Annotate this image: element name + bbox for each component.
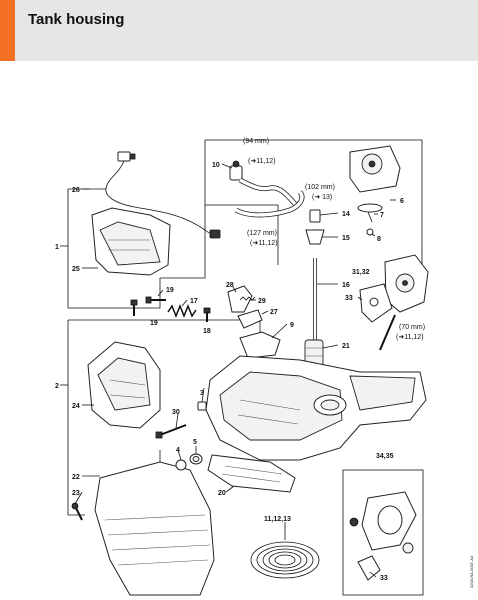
gasket-33a-part <box>359 283 393 323</box>
screw-23-part <box>71 502 83 521</box>
callout-14: 14 <box>342 211 350 218</box>
hose-coil-part <box>250 541 320 579</box>
dimension-102mm: (102 mm) <box>305 184 335 191</box>
callout-9: 9 <box>290 322 294 329</box>
rod-27-part <box>237 309 263 329</box>
callout-17: 17 <box>190 298 198 305</box>
fuel-filter-21-part <box>304 339 324 367</box>
ring-8-part <box>366 228 374 236</box>
reference-127mm: (➜11,12) <box>250 240 278 247</box>
reference-94mm: (➜11,12) <box>248 158 276 165</box>
callout-3: 3 <box>200 390 204 397</box>
cover-25-part <box>91 207 171 276</box>
page-title: Tank housing <box>28 11 125 28</box>
group-line-upper <box>67 139 423 309</box>
callout-31-32: 31,32 <box>352 269 370 276</box>
connector-plug-part <box>105 151 141 209</box>
group-line-left <box>67 320 85 516</box>
screw-30-part <box>155 424 187 439</box>
shroud-22-part <box>94 461 215 596</box>
callout-27: 27 <box>270 309 278 316</box>
callout-22: 22 <box>72 474 80 481</box>
callout-33-upper: 33 <box>345 295 353 302</box>
ignition-cable-part <box>139 207 221 239</box>
screw-19b-part <box>130 299 138 316</box>
oil-pump-31-32-part <box>384 254 429 313</box>
callout-19-upper: 19 <box>166 287 174 294</box>
callout-7: 7 <box>380 212 384 219</box>
plate-20-part <box>207 454 296 493</box>
reference-102mm: (➜ 13) <box>312 194 332 201</box>
header-accent <box>0 0 15 61</box>
callout-11-12-13: 11,12,13 <box>264 516 291 523</box>
callout-8: 8 <box>377 236 381 243</box>
kit-box-34-35 <box>342 469 424 596</box>
callout-33-lower: 33 <box>380 575 388 582</box>
callout-16: 16 <box>342 282 350 289</box>
callout-30: 30 <box>172 409 180 416</box>
group-line-middle <box>68 319 261 345</box>
callout-19-lower: 19 <box>150 320 158 327</box>
callout-5: 5 <box>193 439 197 446</box>
bracket-9-part <box>239 331 281 359</box>
throttle-lever-28-part <box>227 285 253 313</box>
callout-18: 18 <box>203 328 211 335</box>
dimension-127mm: (127 mm) <box>247 230 277 237</box>
callout-21: 21 <box>342 343 350 350</box>
callout-6: 6 <box>400 198 404 205</box>
callout-26: 26 <box>72 187 80 194</box>
screw-19a-part <box>145 296 166 304</box>
callout-29: 29 <box>258 298 266 305</box>
tank-vent-10-part <box>229 160 243 181</box>
callout-24: 24 <box>72 403 80 410</box>
callout-28: 28 <box>226 282 234 289</box>
reference-70mm: (➜11,12) <box>396 334 424 341</box>
callout-10: 10 <box>212 162 220 169</box>
valve-4-part <box>175 459 187 471</box>
grommet-5-part <box>189 453 203 465</box>
screw-18-part <box>203 307 211 322</box>
callout-1: 1 <box>55 244 59 251</box>
fuel-hose-part <box>234 177 305 218</box>
spring-29-part <box>239 296 256 301</box>
callout-2: 2 <box>55 383 59 390</box>
pickup-14-15-part <box>305 209 325 245</box>
dimension-94mm: (94 mm) <box>243 138 269 145</box>
drawing-code: 0203-RA-0007-A4 <box>469 555 474 588</box>
dimension-70mm: (70 mm) <box>399 324 425 331</box>
callout-4: 4 <box>176 447 180 454</box>
oil-hose-part <box>379 314 396 351</box>
callout-15: 15 <box>342 235 350 242</box>
seal-7-part <box>357 203 383 223</box>
group-line-upper-right <box>205 204 279 265</box>
plug-3-part <box>197 401 207 411</box>
tank-housing-main <box>205 355 427 461</box>
header-bar: Tank housing <box>0 0 478 61</box>
callout-20: 20 <box>218 490 226 497</box>
leader-lines <box>74 163 396 578</box>
cover-24-part <box>87 341 161 429</box>
tank-cap-6-part <box>349 145 401 193</box>
gasket-kit-part <box>349 491 417 581</box>
callout-34-35: 34,35 <box>376 453 394 460</box>
callout-25: 25 <box>72 266 80 273</box>
spring-17-part <box>167 303 197 319</box>
callout-23: 23 <box>72 490 80 497</box>
